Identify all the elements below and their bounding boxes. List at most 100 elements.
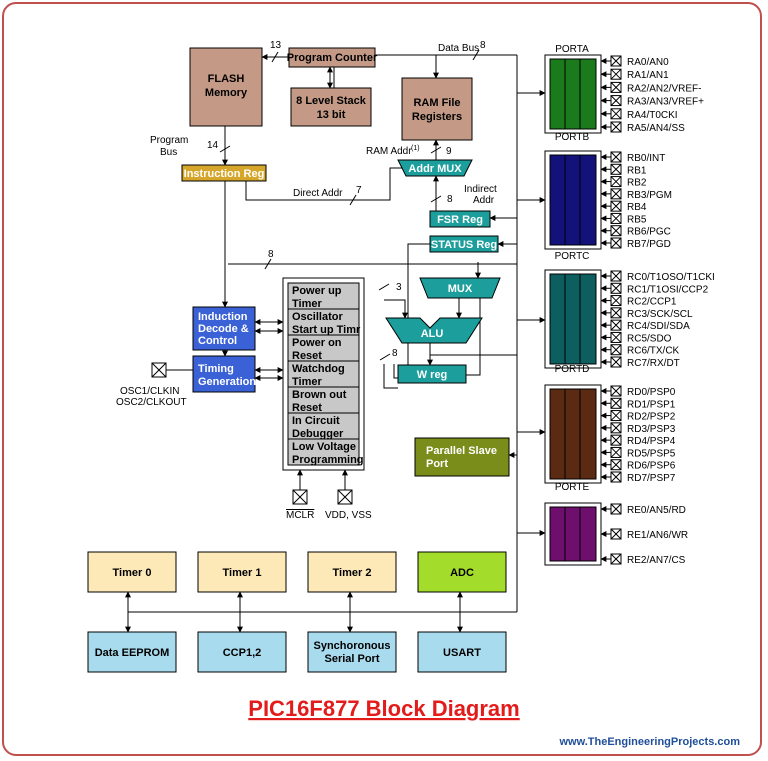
parallel-slave-label: Parallel Slave bbox=[426, 445, 497, 457]
pin-label: RC4/SDI/SDA bbox=[627, 321, 690, 332]
status-reg-block: STATUS Reg bbox=[429, 235, 499, 253]
pin-label: RA1/AN1 bbox=[627, 70, 669, 81]
parallel-slave-block: Parallel Slave Port bbox=[414, 437, 510, 477]
timer-block: Timer 1 bbox=[197, 551, 287, 593]
pin-label: RE1/AN6/WR bbox=[627, 530, 688, 541]
pin-label: RA2/AN2/VREF- bbox=[627, 83, 701, 94]
pin: RD2/PSP2 bbox=[600, 410, 676, 423]
power-item-label: Debugger bbox=[292, 428, 344, 440]
power-item-label: Start up Timr bbox=[292, 324, 361, 336]
mux-label: MUX bbox=[448, 283, 473, 295]
pin-label: RA4/T0CKI bbox=[627, 110, 678, 121]
pin: RC1/T1OSI/CCP2 bbox=[600, 282, 709, 295]
bus-wires bbox=[125, 49, 546, 633]
pin-label: RD2/PSP2 bbox=[627, 412, 676, 423]
w-reg-block: W reg bbox=[397, 364, 467, 384]
mux-block: MUX bbox=[419, 277, 501, 299]
power-item-label: Programming bbox=[292, 454, 364, 466]
port-name: PORTC bbox=[555, 251, 590, 262]
power-item-label: Timer bbox=[292, 298, 322, 310]
pin-label: RB5 bbox=[627, 214, 647, 225]
pin-label: RA5/AN4/SS bbox=[627, 123, 685, 134]
pin: RD1/PSP1 bbox=[600, 397, 676, 410]
pin-label: RD3/PSP3 bbox=[627, 424, 676, 435]
power-item-label: Oscillator bbox=[292, 311, 343, 323]
peripheral-label: CCP1,2 bbox=[223, 647, 262, 659]
program-counter-block: Program Counter bbox=[287, 47, 378, 68]
power-item-label: Reset bbox=[292, 350, 322, 362]
pin-label: RA0/AN0 bbox=[627, 57, 669, 68]
osc1-label: OSC1/CLKIN bbox=[120, 386, 179, 397]
pin: RD6/PSP6 bbox=[600, 459, 676, 472]
alu-label: ALU bbox=[421, 328, 444, 340]
mclr-pin-icon bbox=[292, 489, 308, 505]
program-bus-label: Program bbox=[150, 135, 188, 146]
website-label[interactable]: www.TheEngineeringProjects.com bbox=[558, 736, 740, 748]
pin-label: RB3/PGM bbox=[627, 190, 672, 201]
pin-label: RD6/PSP6 bbox=[627, 461, 676, 472]
pin-label: RD5/PSP5 bbox=[627, 448, 676, 459]
power-item-label: Timer bbox=[292, 376, 322, 388]
port-name: PORTA bbox=[555, 44, 589, 55]
port-name: PORTD bbox=[555, 364, 590, 375]
pin-label: RA3/AN3/VREF+ bbox=[627, 97, 704, 108]
power-item-label: In Circuit bbox=[292, 415, 340, 427]
bus-width-8b: 8 bbox=[447, 194, 453, 205]
addr-mux-label: Addr MUX bbox=[408, 163, 462, 175]
pin-label: RE2/AN7/CS bbox=[627, 555, 686, 566]
data-bus-label: Data Bus bbox=[438, 43, 479, 54]
peripheral-block: CCP1,2 bbox=[197, 631, 287, 673]
pin-label: RC2/CCP1 bbox=[627, 297, 677, 308]
peripheral-label: Serial Port bbox=[324, 653, 379, 665]
pin-label: RB4 bbox=[627, 202, 647, 213]
induction-decode-block: Induction Decode & Control bbox=[192, 306, 256, 351]
pin: RD3/PSP3 bbox=[600, 422, 676, 435]
peripheral-block: Data EEPROM bbox=[87, 631, 177, 673]
addr-mux-block: Addr MUX bbox=[397, 159, 473, 177]
power-item-label: Power on bbox=[292, 337, 342, 349]
timer-block: Timer 0 bbox=[87, 551, 177, 593]
pin: RA4/T0CKI bbox=[600, 108, 678, 121]
pin-label: RC0/T1OSO/T1CKI bbox=[627, 272, 715, 283]
ram-addr-superscript: (1) bbox=[411, 145, 420, 152]
pin-label: RB7/PGD bbox=[627, 239, 671, 250]
port-portb: PORTBRB0/INTRB1RB2RB3/PGMRB4RB5RB6/PGCRB… bbox=[544, 132, 672, 250]
pin-label: RB6/PGC bbox=[627, 227, 671, 238]
alu-block: ALU bbox=[385, 317, 483, 344]
ram-label-2: Registers bbox=[412, 111, 462, 123]
pin-label: RC3/SCK/SCL bbox=[627, 309, 693, 320]
ram-label: RAM File bbox=[413, 97, 460, 109]
port-portd: PORTDRD0/PSP0RD1/PSP1RD2/PSP2RD3/PSP3RD4… bbox=[544, 364, 676, 484]
ram-addr-label: RAM Addr bbox=[366, 146, 412, 157]
port-name: PORTB bbox=[555, 132, 590, 143]
direct-addr-label: Direct Addr bbox=[293, 188, 343, 199]
pin: RC5/SDO bbox=[600, 331, 672, 344]
pin-label: RD7/PSP7 bbox=[627, 473, 676, 484]
bus-width-13: 13 bbox=[270, 40, 282, 51]
osc2-label: OSC2/CLKOUT bbox=[116, 397, 187, 408]
power-item-label: Power up bbox=[292, 285, 342, 297]
pin: RB7/PGD bbox=[600, 237, 671, 250]
bus-width-9: 9 bbox=[446, 146, 452, 157]
pin: RB3/PGM bbox=[600, 188, 672, 201]
fsr-reg-block: FSR Reg bbox=[429, 210, 491, 228]
pin-label: RC6/TX/CK bbox=[627, 346, 680, 357]
pin-label: RB0/INT bbox=[627, 153, 665, 164]
pin: RB4 bbox=[600, 200, 647, 213]
osc-pin-icon bbox=[151, 362, 167, 378]
pin: RB0/INT bbox=[600, 151, 665, 164]
peripheral-label: Data EEPROM bbox=[95, 647, 170, 659]
pin: RC7/RX/DT bbox=[600, 356, 680, 369]
timer-block: Timer 2 bbox=[307, 551, 397, 593]
